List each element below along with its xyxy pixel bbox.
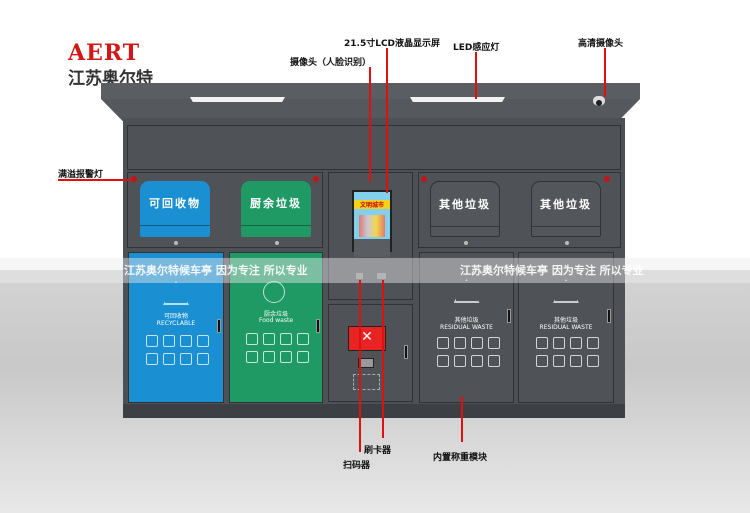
- door-title: 其他垃圾: [553, 317, 578, 324]
- instruction-icons: [353, 374, 380, 390]
- door-title: 其他垃圾: [454, 317, 479, 324]
- pointer-line: [359, 280, 361, 452]
- top-panel: [127, 125, 621, 170]
- brand-plate: ✕: [348, 326, 386, 351]
- screen-title: 文明城市: [354, 200, 390, 209]
- card-reader-pad[interactable]: [377, 273, 386, 279]
- label-overflow-alarm: 满溢报警灯: [58, 170, 104, 180]
- pointer-line: [58, 179, 132, 181]
- label-face-camera: 摄像头（人脸识别）: [290, 58, 372, 68]
- screen-footer: [354, 239, 390, 257]
- lcd-screen[interactable]: 文明城市: [352, 190, 392, 257]
- led-light-right: [410, 97, 505, 102]
- recyclable-door[interactable]: 可回收物 RECYCLABLE: [128, 252, 224, 403]
- door-title: 厨余垃圾: [263, 311, 288, 318]
- recycle-icon: [163, 281, 189, 305]
- pointer-line: [604, 48, 606, 97]
- food-door[interactable]: 厨余垃圾 Food waste: [229, 252, 323, 403]
- display-panel: [358, 358, 374, 368]
- other-door-2[interactable]: 其他垃圾 RESIDUAL WASTE: [518, 252, 614, 403]
- item-icons: [437, 337, 513, 367]
- food-waste-icon: [263, 281, 285, 303]
- recyclable-lid[interactable]: 可回收物: [140, 181, 210, 237]
- pointer-line: [475, 52, 477, 99]
- roof-underside: [101, 99, 640, 121]
- led-light-left: [190, 97, 285, 102]
- overflow-alarm-light: [421, 176, 427, 182]
- door-handle[interactable]: [607, 309, 611, 323]
- kiosk-base: [123, 404, 625, 418]
- camera-icon: [593, 96, 605, 106]
- lock-icon: [174, 241, 178, 245]
- label-led: LED感应灯: [453, 43, 500, 53]
- door-title: 可回收物: [163, 313, 188, 320]
- scanner-window[interactable]: [356, 273, 363, 279]
- item-icons: [146, 335, 223, 365]
- other-lid-1[interactable]: 其他垃圾: [430, 181, 500, 237]
- label-weighing: 内置称重模块: [433, 453, 488, 463]
- label-scanner: 扫码器: [343, 461, 371, 471]
- door-handle[interactable]: [217, 319, 221, 333]
- door-subtitle: RESIDUAL WASTE: [539, 324, 593, 331]
- label-card-reader: 刷卡器: [364, 446, 392, 456]
- pointer-line: [369, 67, 371, 182]
- item-icons: [536, 337, 613, 367]
- other-lid-2[interactable]: 其他垃圾: [531, 181, 601, 237]
- pointer-line: [461, 396, 463, 442]
- overflow-alarm-light: [604, 176, 610, 182]
- door-subtitle: Food waste: [258, 317, 294, 324]
- door-handle[interactable]: [404, 345, 408, 359]
- center-lower-door[interactable]: [328, 304, 413, 402]
- other-door-1[interactable]: 其他垃圾 RESIDUAL WASTE: [419, 252, 514, 403]
- watermark-left: 江苏奥尔特候车亭 因为专注 所以专业: [124, 264, 308, 277]
- lock-icon: [565, 241, 569, 245]
- door-handle[interactable]: [316, 319, 320, 333]
- pointer-line: [382, 280, 384, 438]
- watermark-right: 江苏奥尔特候车亭 因为专注 所以专业: [460, 264, 644, 277]
- pointer-line: [386, 48, 388, 193]
- roof: [101, 83, 640, 99]
- screen-city-image: [359, 215, 385, 237]
- overflow-alarm-light: [131, 176, 137, 182]
- logo-en: AERT: [68, 40, 141, 66]
- door-handle[interactable]: [507, 309, 511, 323]
- lock-icon: [464, 241, 468, 245]
- overflow-alarm-light: [313, 176, 319, 182]
- label-lcd: 21.5寸LCD液晶显示屏: [344, 39, 441, 49]
- label-hd-camera: 高清摄像头: [578, 39, 624, 49]
- item-icons: [246, 333, 309, 363]
- door-subtitle: RECYCLABLE: [156, 320, 196, 327]
- watermark-band: [0, 258, 750, 283]
- door-subtitle: RESIDUAL WASTE: [440, 324, 493, 331]
- lock-icon: [275, 241, 279, 245]
- food-lid[interactable]: 厨余垃圾: [241, 181, 311, 237]
